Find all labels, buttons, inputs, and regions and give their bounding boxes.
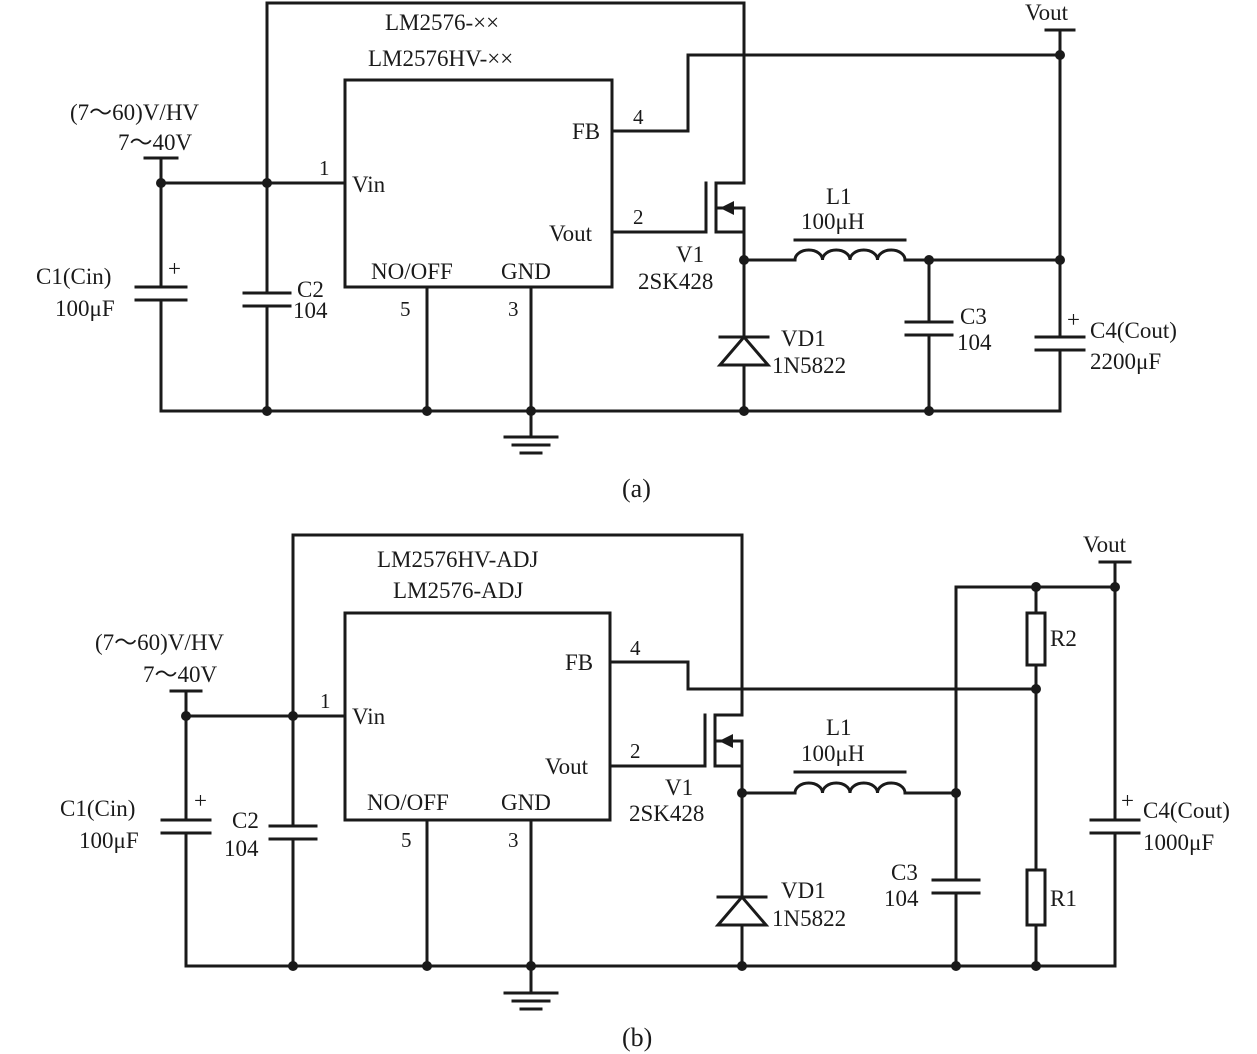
- circuit-b: LM2576HV-ADJ LM2576-ADJ (7～60)V/HV 7～40V…: [60, 532, 1230, 1052]
- cap-b-c4-value: 1000μF: [1143, 830, 1214, 855]
- cap-b-c3-value: 104: [884, 886, 919, 911]
- mosfet-b-v1-name: V1: [665, 775, 693, 800]
- pin-a-4: 4: [633, 105, 644, 129]
- pin-a-vin-label: Vin: [352, 172, 386, 197]
- cap-b-c4-name: C4(Cout): [1143, 798, 1230, 823]
- cap-b-c1-plus: +: [194, 788, 207, 813]
- pin-a-onoff-label: NO/OFF: [371, 259, 453, 284]
- diode-a-vd1-part: 1N5822: [772, 353, 846, 378]
- cap-b-c4-plus: +: [1121, 788, 1134, 813]
- cap-a-c3-name: C3: [960, 304, 987, 329]
- pin-b-3: 3: [508, 828, 519, 852]
- cap-a-c1-name: C1(Cin): [36, 264, 111, 289]
- pin-b-vin-label: Vin: [352, 704, 386, 729]
- inductor-a-l1-coil: [793, 248, 907, 262]
- ground-symbol-a: [503, 409, 559, 455]
- cap-a-c2-name: C2: [297, 277, 324, 302]
- pin-b-2: 2: [630, 739, 641, 763]
- inductor-b-l1-value: 100μH: [801, 741, 864, 766]
- mosfet-a-v1-name: V1: [676, 242, 704, 267]
- diode-b-vd1-name: VD1: [781, 878, 826, 903]
- label-b-vout: Vout: [1083, 532, 1127, 557]
- inductor-b-l1-coil: [793, 781, 907, 795]
- label-a-vout: Vout: [1025, 0, 1069, 25]
- pin-b-1: 1: [320, 689, 331, 713]
- resistor-b-r1: [1025, 868, 1047, 927]
- diode-a-vd1-name: VD1: [781, 326, 826, 351]
- cap-b-c3-name: C3: [891, 860, 918, 885]
- pin-b-onoff-label: NO/OFF: [367, 790, 449, 815]
- resistor-b-r2-name: R2: [1050, 626, 1077, 651]
- label-b-vin-range: 7～40V: [143, 662, 218, 687]
- cap-b-c2-value: 104: [224, 836, 259, 861]
- ic-a-name-2: LM2576HV-××: [368, 46, 513, 71]
- cap-b-c2-name: C2: [232, 808, 259, 833]
- pin-a-3: 3: [508, 297, 519, 321]
- pin-a-gnd-label: GND: [501, 259, 551, 284]
- resistor-b-r2: [1025, 611, 1047, 667]
- pin-b-fb-label: FB: [565, 650, 593, 675]
- cap-a-c1-plus: +: [168, 256, 181, 281]
- inductor-a-l1-name: L1: [826, 184, 852, 209]
- cap-a-c2-value: 104: [293, 298, 328, 323]
- pin-b-4: 4: [630, 636, 641, 660]
- cap-a-c4-name: C4(Cout): [1090, 318, 1177, 343]
- ground-symbol-b: [503, 964, 559, 1011]
- cap-a-c4-value: 2200μF: [1090, 349, 1161, 374]
- pin-a-2: 2: [633, 205, 644, 229]
- caption-b: (b): [622, 1023, 652, 1052]
- circuit-a: LM2576-×× LM2576HV-×× (7～60)V/HV 7～40V 1…: [36, 0, 1177, 503]
- cap-a-c3-value: 104: [957, 330, 992, 355]
- label-a-vin-range-hv: (7～60)V/HV: [70, 100, 199, 125]
- wire-b-vin-drain: [291, 533, 744, 718]
- ic-a-name-1: LM2576-××: [385, 10, 499, 35]
- label-a-vin-range: 7～40V: [118, 130, 193, 155]
- mosfet-a-v1: [704, 181, 746, 262]
- wire-a-vin-drain: [265, 1, 746, 185]
- cap-b-c1-value: 100μF: [79, 828, 139, 853]
- label-b-vin-range-hv: (7～60)V/HV: [95, 630, 224, 655]
- resistor-b-r1-name: R1: [1050, 886, 1077, 911]
- diode-b-vd1-body: [714, 894, 770, 927]
- diode-b-vd1-part: 1N5822: [772, 906, 846, 931]
- ic-b-name-1: LM2576HV-ADJ: [377, 547, 538, 572]
- cap-a-c4-plus: +: [1067, 307, 1080, 332]
- pin-a-fb-label: FB: [572, 119, 600, 144]
- cap-b-c1-name: C1(Cin): [60, 796, 135, 821]
- mosfet-b-v1: [703, 713, 744, 795]
- pin-b-5: 5: [401, 828, 412, 852]
- caption-a: (a): [622, 474, 651, 503]
- pin-b-gnd-label: GND: [501, 790, 551, 815]
- pin-a-1: 1: [319, 156, 330, 180]
- ic-b-name-2: LM2576-ADJ: [393, 578, 523, 603]
- diode-a-vd1-body: [716, 334, 772, 367]
- mosfet-a-v1-part: 2SK428: [638, 269, 713, 294]
- cap-a-c1-value: 100μF: [55, 296, 115, 321]
- pin-a-vout-label: Vout: [549, 221, 593, 246]
- inductor-b-l1-name: L1: [826, 715, 852, 740]
- mosfet-b-v1-part: 2SK428: [629, 801, 704, 826]
- pin-a-5: 5: [400, 297, 411, 321]
- inductor-a-l1-value: 100μH: [801, 209, 864, 234]
- pin-b-vout-label: Vout: [545, 754, 589, 779]
